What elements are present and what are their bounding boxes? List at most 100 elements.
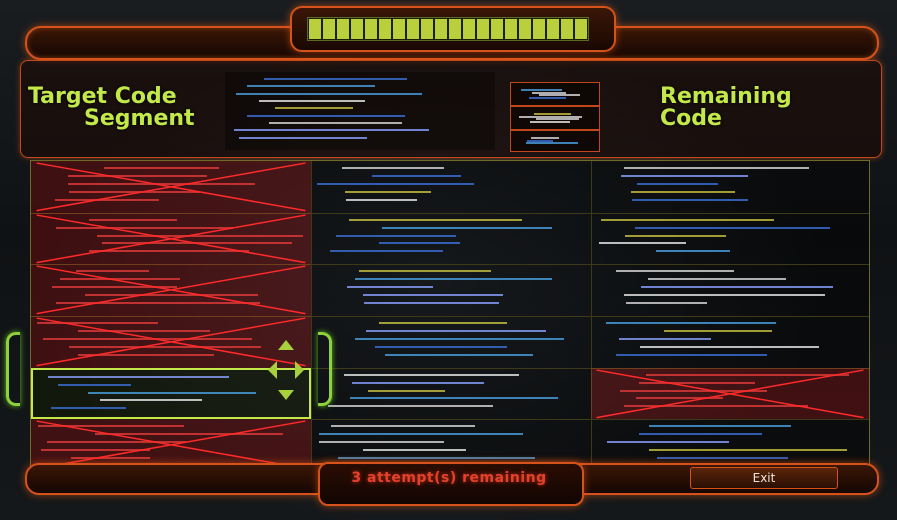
code-line: [639, 433, 763, 436]
code-cell[interactable]: [311, 316, 591, 369]
code-line: [319, 441, 444, 444]
code-line: [657, 457, 788, 460]
code-line: [526, 139, 553, 142]
code-cell[interactable]: [311, 264, 591, 317]
code-cell-selected[interactable]: [31, 367, 311, 420]
code-line: [37, 322, 158, 324]
red-x-icon: [31, 419, 311, 471]
code-line: [71, 457, 151, 460]
code-line: [647, 278, 786, 281]
code-line: [346, 286, 434, 289]
progress-bar: [307, 17, 589, 41]
code-line: [536, 118, 580, 120]
code-cell[interactable]: [591, 212, 869, 266]
code-line: [55, 226, 234, 229]
progress-segment: [337, 19, 349, 39]
code-line: [348, 218, 523, 221]
code-line: [346, 198, 418, 201]
code-cell[interactable]: [31, 212, 311, 266]
code-cell[interactable]: [311, 161, 591, 214]
code-line: [258, 100, 365, 102]
code-line: [47, 441, 187, 444]
code-line: [55, 198, 159, 201]
progress-segment: [533, 19, 545, 39]
code-line: [97, 234, 303, 237]
code-line: [640, 286, 834, 289]
code-grid-column: [31, 161, 312, 472]
exit-button[interactable]: Exit: [690, 467, 838, 489]
progress-segment: [421, 19, 433, 39]
code-cell[interactable]: [31, 264, 311, 317]
code-grid: [30, 160, 870, 472]
code-line: [78, 353, 214, 356]
code-line: [632, 198, 748, 201]
code-line: [317, 182, 475, 185]
progress-segment: [323, 19, 335, 39]
code-line: [103, 167, 220, 169]
target-code-title: Target Code Segment: [28, 86, 213, 130]
code-line: [50, 407, 127, 410]
code-line: [59, 278, 180, 281]
code-line: [88, 391, 257, 394]
code-cell[interactable]: [591, 367, 869, 421]
code-line: [349, 397, 559, 400]
code-line: [648, 425, 792, 428]
code-line: [331, 425, 475, 428]
code-line: [375, 345, 507, 348]
code-line: [47, 375, 229, 378]
progress-segment: [519, 19, 531, 39]
code-line: [601, 218, 774, 221]
arrow-down-icon[interactable]: [278, 390, 294, 400]
code-line: [330, 250, 443, 253]
code-line: [345, 190, 431, 193]
code-cell[interactable]: [591, 161, 869, 214]
selector-bracket-right: [318, 332, 332, 406]
code-line: [363, 449, 466, 452]
progress-segment: [463, 19, 475, 39]
code-line: [43, 337, 252, 340]
remaining-code-title-line2: Code: [660, 106, 722, 131]
code-cell[interactable]: [591, 264, 869, 317]
code-line: [239, 136, 367, 139]
code-line: [620, 389, 768, 392]
code-line: [352, 381, 485, 384]
code-line: [89, 250, 249, 253]
code-line: [606, 322, 777, 324]
code-line: [89, 218, 178, 221]
code-line: [599, 242, 687, 245]
code-line: [246, 114, 406, 117]
arrow-up-icon[interactable]: [278, 340, 294, 350]
code-line: [526, 142, 579, 145]
code-cell[interactable]: [311, 367, 591, 421]
code-line: [664, 329, 772, 332]
code-grid-column: [311, 161, 592, 472]
code-line: [646, 373, 850, 376]
code-line: [619, 337, 711, 340]
red-x-icon: [31, 161, 311, 213]
code-line: [275, 107, 354, 110]
code-cell[interactable]: [31, 161, 311, 214]
code-line: [630, 190, 736, 193]
code-line: [85, 294, 259, 297]
code-line: [67, 182, 256, 185]
code-line: [385, 353, 533, 356]
code-cell[interactable]: [311, 212, 591, 266]
directional-arrows-icon[interactable]: [264, 338, 308, 402]
code-line: [75, 270, 150, 273]
progress-segment: [477, 19, 489, 39]
selector-bracket-left: [6, 332, 20, 406]
progress-segment: [351, 19, 363, 39]
progress-segment: [449, 19, 461, 39]
arrow-right-icon[interactable]: [295, 361, 304, 379]
code-line: [636, 397, 724, 400]
code-line: [67, 174, 208, 177]
red-x-icon: [31, 213, 311, 265]
arrow-left-icon[interactable]: [268, 361, 277, 379]
code-line: [382, 226, 553, 229]
code-cell[interactable]: [591, 316, 869, 369]
code-cell[interactable]: [31, 316, 311, 369]
code-line: [236, 92, 423, 95]
code-line: [55, 302, 260, 305]
code-line: [606, 441, 729, 444]
code-line: [68, 345, 262, 348]
